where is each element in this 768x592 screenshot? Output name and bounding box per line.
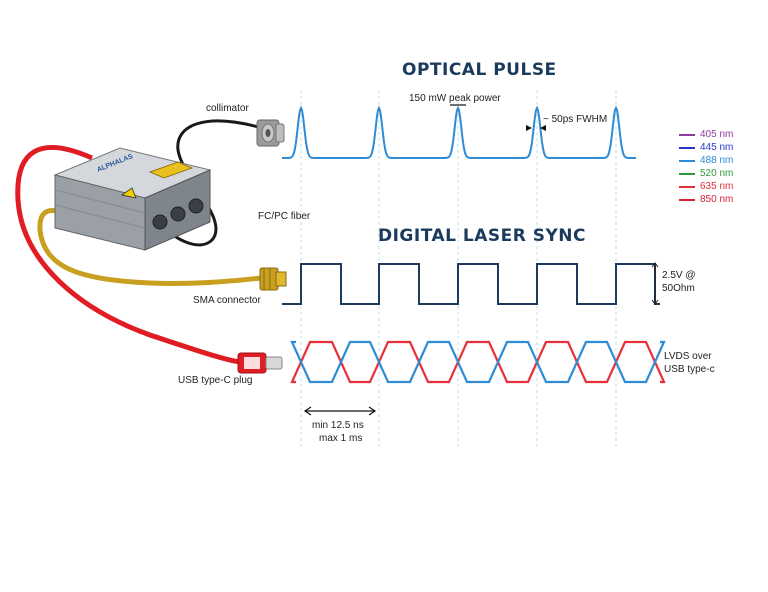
wavelength-label: 635 nm [700, 181, 734, 192]
wavelength-swatch [679, 186, 695, 188]
wavelength-swatch [679, 134, 695, 136]
laser-device-icon [53, 147, 212, 251]
optical-pulse-title: OPTICAL PULSE [402, 60, 557, 80]
fiber-label: FC/PC fiber [258, 211, 311, 222]
usb-plug-label: USB type-C plug [178, 375, 253, 386]
period-label-line1: min 12.5 ns [312, 420, 364, 431]
wavelength-label: 850 nm [700, 194, 734, 205]
collimator-icon [256, 119, 285, 147]
lvds-label-line2: USB type-c [664, 364, 715, 375]
period-label-line2: max 1 ms [319, 433, 363, 444]
usb-cable [15, 145, 241, 365]
fwhm-label: ~ 50ps FWHM [543, 114, 608, 125]
voltage-label-line2: 50Ohm [662, 283, 695, 294]
wavelength-label: 520 nm [700, 168, 734, 179]
usb-type-c-plug-icon [237, 352, 283, 374]
peak-power-label: 150 mW peak power [409, 93, 501, 104]
voltage-label-line1: 2.5V @ [662, 270, 696, 281]
fwhm-marker-icon [526, 125, 546, 131]
collimator-label: collimator [206, 103, 249, 114]
digital-sync-square-wave [282, 263, 660, 305]
wavelength-label: 488 nm [700, 155, 734, 166]
wavelength-swatch [679, 199, 695, 201]
lvds-negative-trace [290, 340, 666, 384]
optical-pulse-trace [282, 105, 636, 159]
wavelength-swatch [679, 173, 695, 175]
sma-connector-icon [259, 267, 287, 291]
wavelength-label: 445 nm [700, 142, 734, 153]
voltage-bracket-icon [651, 262, 659, 305]
wavelength-swatch [679, 160, 695, 162]
digital-laser-sync-title: DIGITAL LASER SYNC [378, 226, 587, 246]
wavelength-swatch [679, 147, 695, 149]
wavelength-label: 405 nm [700, 129, 734, 140]
lvds-label-line1: LVDS over [664, 351, 712, 362]
period-arrow-icon [303, 406, 377, 416]
sma-connector-label: SMA connector [193, 295, 261, 306]
